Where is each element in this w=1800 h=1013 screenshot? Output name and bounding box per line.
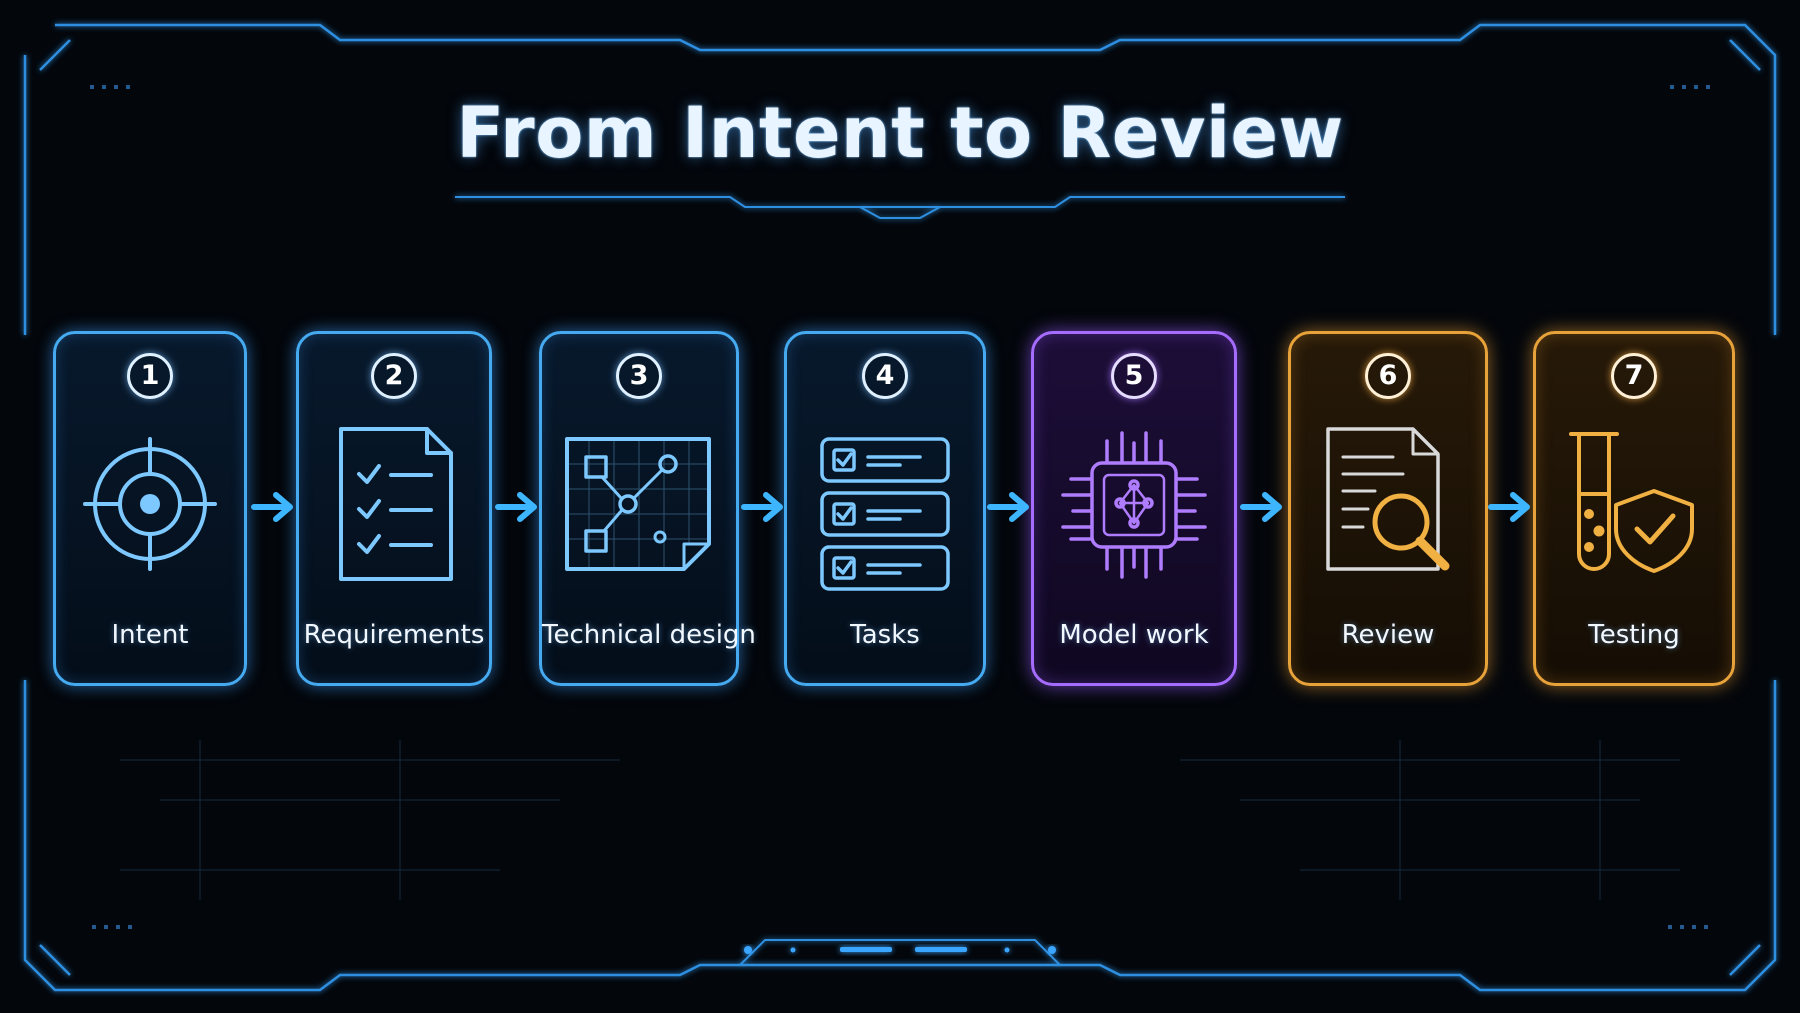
step-label: Review xyxy=(1341,620,1435,650)
step-card-testing: 7 Testing xyxy=(1533,331,1735,686)
step-number: 7 xyxy=(1611,353,1657,399)
step-label: Technical design xyxy=(542,620,756,650)
step-card-requirements: 2 Requirements xyxy=(296,331,492,686)
step-card-technical-design: 3 Technical design xyxy=(539,331,756,686)
arrow-right-icon xyxy=(741,492,783,522)
blueprint-diagram-icon xyxy=(564,419,714,589)
step-number: 6 xyxy=(1365,353,1411,399)
test-tube-shield-icon xyxy=(1559,419,1709,589)
step-number: 1 xyxy=(127,353,173,399)
checklist-document-icon xyxy=(319,419,469,589)
arrow-right-icon xyxy=(1240,492,1282,522)
arrow-right-icon xyxy=(987,492,1029,522)
step-label: Model work xyxy=(1059,620,1209,650)
document-magnifier-icon xyxy=(1313,419,1463,589)
arrow-right-icon xyxy=(495,492,537,522)
step-label: Intent xyxy=(111,620,189,650)
step-card-review: 6 Review xyxy=(1288,331,1488,686)
step-card-intent: 1 Intent xyxy=(53,331,247,686)
step-number: 3 xyxy=(616,353,662,399)
step-number: 5 xyxy=(1111,353,1157,399)
diagram-title: From Intent to Review xyxy=(456,92,1344,174)
step-number: 2 xyxy=(371,353,417,399)
ai-chip-icon xyxy=(1059,419,1209,589)
step-label: Testing xyxy=(1588,620,1680,650)
arrow-right-icon xyxy=(251,492,293,522)
step-label: Tasks xyxy=(850,620,920,650)
target-icon xyxy=(75,419,225,589)
step-label: Requirements xyxy=(303,620,485,650)
task-list-icon xyxy=(810,419,960,591)
arrow-right-icon xyxy=(1488,492,1530,522)
step-card-model-work: 5 Model work xyxy=(1031,331,1237,686)
step-card-tasks: 4 Tasks xyxy=(784,331,986,686)
step-number: 4 xyxy=(862,353,908,399)
